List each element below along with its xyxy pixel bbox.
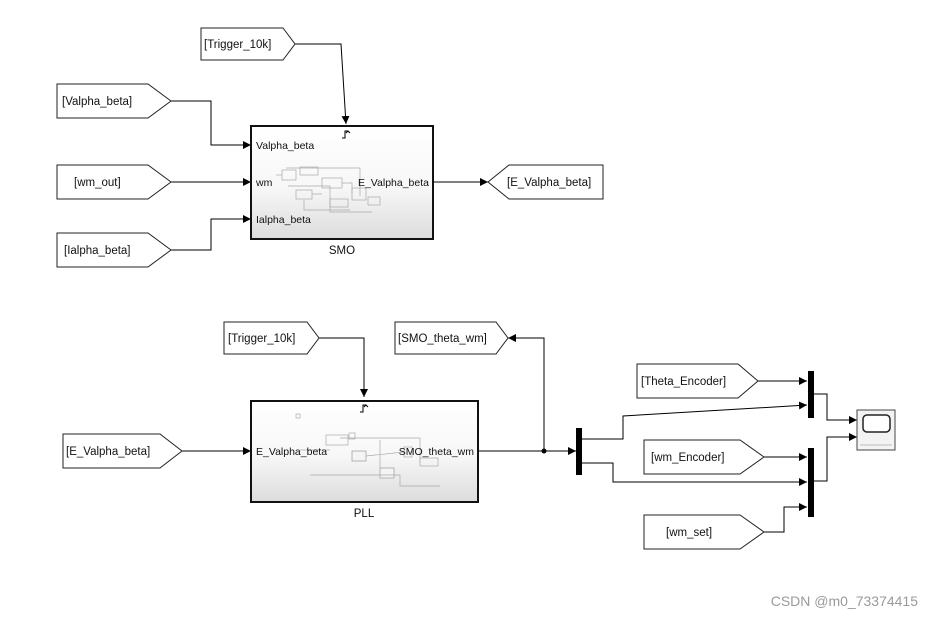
tag-label: [E_Valpha_beta] — [66, 446, 150, 458]
from-tag-wm-out[interactable]: [wm_out] — [56, 164, 172, 200]
from-tag-trigger-bottom[interactable]: [Trigger_10k] — [223, 321, 320, 355]
demux-bar[interactable] — [576, 428, 582, 475]
goto-tag-smo-theta-wm[interactable]: [SMO_theta_wm] — [394, 321, 509, 355]
subsystem-preview — [276, 166, 381, 213]
mux-bar-theta[interactable] — [808, 371, 814, 418]
trigger-icon — [342, 130, 351, 139]
tag-label: [Ialpha_beta] — [64, 245, 131, 257]
smo-in-port-wm: wm — [255, 177, 273, 189]
from-tag-trigger-top[interactable]: [Trigger_10k] — [200, 27, 296, 61]
from-tag-wm-encoder[interactable]: [wm_Encoder] — [643, 439, 765, 475]
pll-block-name: PLL — [354, 508, 375, 520]
smo-block-name: SMO — [329, 245, 355, 257]
smo-out-port-e-valpha-beta: E_Valpha_beta — [358, 177, 429, 189]
tag-label: [Trigger_10k] — [228, 333, 295, 345]
tag-label: [Valpha_beta] — [62, 96, 132, 108]
watermark-text: CSDN @m0_73374415 — [771, 593, 919, 609]
from-tag-wm-set[interactable]: [wm_set] — [643, 514, 765, 550]
tag-label: [wm_out] — [74, 177, 121, 189]
tag-label: [wm_set] — [666, 527, 712, 539]
pll-out-port-smo-theta-wm: SMO_theta_wm — [399, 446, 475, 458]
from-tag-theta-encoder[interactable]: [Theta_Encoder] — [636, 363, 759, 399]
from-tag-ialpha-beta[interactable]: [Ialpha_beta] — [56, 232, 172, 268]
mux-bar-speed[interactable] — [808, 448, 814, 517]
tag-label: [wm_Encoder] — [651, 452, 725, 464]
pll-subsystem-block[interactable]: E_Valpha_beta SMO_theta_wm — [250, 400, 479, 503]
smo-in-port-ialpha-beta: Ialpha_beta — [256, 214, 311, 226]
goto-tag-e-valpha-beta[interactable]: [E_Valpha_beta] — [487, 164, 604, 200]
tag-label: [SMO_theta_wm] — [398, 333, 487, 345]
tag-label: [Trigger_10k] — [204, 39, 271, 51]
tag-label: [E_Valpha_beta] — [507, 177, 591, 189]
smo-in-port-valpha-beta: Valpha_beta — [256, 140, 314, 152]
trigger-icon — [360, 404, 369, 413]
from-tag-valpha-beta[interactable]: [Valpha_beta] — [56, 83, 172, 119]
smo-subsystem-block[interactable]: Valpha_beta wm Ialpha_beta E_Valpha_beta — [250, 125, 434, 240]
pll-in-port-e-valpha-beta: E_Valpha_beta — [256, 446, 327, 458]
branch-point — [541, 448, 547, 454]
subsystem-preview — [295, 413, 440, 487]
tag-label: [Theta_Encoder] — [641, 376, 726, 388]
signal-lines — [171, 43, 857, 533]
from-tag-e-valpha-beta[interactable]: [E_Valpha_beta] — [62, 433, 183, 469]
scope-icon[interactable] — [856, 409, 896, 451]
